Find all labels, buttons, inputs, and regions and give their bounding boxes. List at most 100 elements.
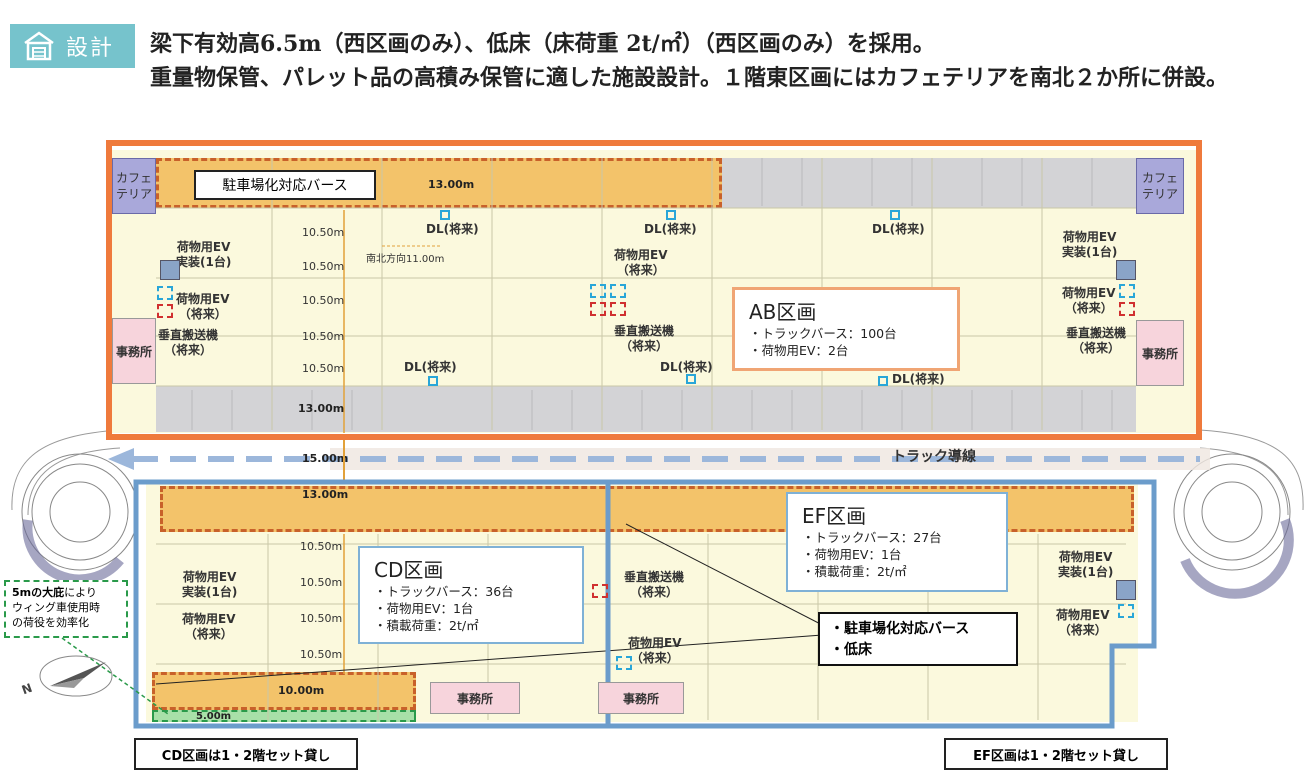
- vert-marker: [1119, 302, 1135, 316]
- office-right-label: 事務所: [1141, 346, 1178, 361]
- ab-south-berths: [156, 386, 1136, 432]
- headline-2: 重量物保管、パレット品の高積み保管に適した施設設計。１階東区画にはカフェテリアを…: [150, 65, 1229, 91]
- parking-label-text: 駐車場化対応バース: [222, 178, 348, 194]
- ab-dl-6: DL(将来): [892, 372, 945, 386]
- ef-vert-future: 垂直搬送機 （将来）: [624, 570, 685, 599]
- cd-canopy: [152, 710, 416, 722]
- design-tag: 設計: [10, 24, 135, 68]
- ev-shaft: [1116, 580, 1136, 600]
- cd-info-line-3: ・積載荷重：2t/㎡: [374, 618, 479, 633]
- vert-marker: [157, 304, 173, 318]
- ab-office-right: 事務所: [1136, 320, 1184, 386]
- cd-dim-1050-3: 10.50m: [300, 612, 343, 625]
- ef-office: 事務所: [598, 682, 684, 714]
- ef-bottom-label: EF区画は1・2階セット貸し: [944, 738, 1168, 770]
- cd-south-berths: [152, 672, 416, 710]
- dl-marker: [686, 374, 696, 384]
- ef-info-line-1: ・トラックバース：27台: [802, 530, 942, 545]
- ev-marker: [610, 284, 626, 298]
- ev-marker: [1118, 604, 1134, 618]
- office-left-label: 事務所: [115, 344, 152, 359]
- ab-dim-13-bottom: 13.00m: [298, 402, 345, 415]
- ab-vert-future-center: 垂直搬送機 （将来）: [614, 324, 675, 353]
- cd-dim-5: 5.00m: [196, 711, 232, 722]
- ab-grid: [156, 158, 1136, 433]
- ab-dim-1050-2: 10.50m: [302, 260, 345, 273]
- ab-info-line-2: ・荷物用EV：2台: [749, 343, 849, 358]
- ab-vert-future-right: 垂直搬送機 （将来）: [1066, 326, 1127, 355]
- dim-15: 15.00m: [302, 452, 349, 465]
- ev-marker: [1119, 284, 1135, 298]
- ab-dim-13-top: 13.00m: [428, 178, 475, 191]
- ab-dim-1050-4: 10.50m: [302, 330, 345, 343]
- truck-route-label: トラック導線: [892, 449, 976, 465]
- dl-marker: [890, 210, 900, 220]
- cd-dim-1050-1: 10.50m: [300, 540, 343, 553]
- dl-marker: [440, 210, 450, 220]
- ab-dl-2: DL(将来): [644, 222, 697, 236]
- ef-info-box: EF区画 ・トラックバース：27台 ・荷物用EV：1台 ・積載荷重：2t/㎡: [786, 492, 1008, 592]
- ef-ev-installed: 荷物用EV 実装(1台): [1058, 550, 1114, 579]
- ev-shaft: [160, 260, 180, 280]
- cd-dim-1050-4: 10.50m: [300, 648, 343, 661]
- cd-office: 事務所: [430, 682, 520, 714]
- canopy-leader: [61, 637, 169, 715]
- canopy-note-rest-1: により: [64, 586, 97, 599]
- ef-info-title: EF区画: [802, 504, 867, 528]
- cd-info-line-1: ・トラックバース：36台: [374, 584, 514, 599]
- cafeteria-left-label: カフェテリア: [116, 171, 153, 201]
- ab-dim-1050-5: 10.50m: [302, 362, 345, 375]
- ef-info-line-3: ・積載荷重：2t/㎡: [802, 564, 907, 579]
- ab-parking-label: 駐車場化対応バース: [194, 170, 376, 200]
- ef-ev-future-right: 荷物用EV （将来）: [1056, 608, 1110, 637]
- ab-dim-ns: 南北方向11.00m: [366, 254, 445, 265]
- ef-callout-line-1: ・駐車場化対応バース: [830, 621, 970, 637]
- ab-ev-future-center: 荷物用EV （将来）: [614, 248, 668, 277]
- cd-info-line-2: ・荷物用EV：1台: [374, 601, 474, 616]
- ramp-drawings: [11, 429, 1304, 599]
- ev-marker: [157, 286, 173, 300]
- cd-info-box: CD区画 ・トラックバース：36台 ・荷物用EV：1台 ・積載荷重：2t/㎡: [358, 546, 584, 644]
- ab-ev-future-left: 荷物用EV （将来）: [176, 292, 230, 321]
- truck-route-arrow: [108, 448, 1210, 470]
- canopy-note: 5mの大庇により ウィング車使用時 の荷役を効率化: [4, 580, 128, 638]
- ef-info-line-2: ・荷物用EV：1台: [802, 547, 902, 562]
- ab-info-title: AB区画: [749, 300, 817, 324]
- ef-callout-box: ・駐車場化対応バース ・低床: [818, 612, 1018, 666]
- canopy-note-bold: 5mの大庇: [12, 586, 65, 599]
- cd-info-title: CD区画: [374, 558, 444, 582]
- canopy-note-rest-3: の荷役を効率化: [12, 616, 89, 629]
- ab-ev-installed-left: 荷物用EV 実装(1台): [176, 240, 232, 269]
- dim-15-line: [343, 440, 345, 485]
- vert-marker: [590, 302, 606, 316]
- ab-cafeteria-left: カフェテリア: [112, 158, 156, 214]
- canopy-note-rest-2: ウィング車使用時: [12, 601, 100, 614]
- cd-ev-installed: 荷物用EV 実装(1台): [182, 570, 238, 599]
- cd-office-label: 事務所: [456, 691, 493, 706]
- vert-marker: [610, 302, 626, 316]
- cafeteria-right-label: カフェテリア: [1141, 171, 1178, 201]
- tag-label: 設計: [66, 36, 115, 61]
- ev-shaft: [1116, 260, 1136, 280]
- cd-dim-10: 10.00m: [278, 684, 325, 697]
- dl-marker: [428, 376, 438, 386]
- cdef-frames: [133, 479, 1157, 729]
- ev-marker: [590, 284, 606, 298]
- ab-info-line-1: ・トラックバース：100台: [749, 326, 897, 341]
- ab-dl-5: DL(将来): [660, 360, 713, 374]
- ab-dl-1: DL(将来): [426, 222, 479, 236]
- cd-bottom-label: CD区画は1・2階セット貸し: [134, 738, 358, 770]
- ev-marker: [616, 656, 632, 670]
- ab-vert-future-left: 垂直搬送機 （将来）: [158, 328, 219, 357]
- ab-office-left: 事務所: [112, 318, 156, 384]
- headline-1: 梁下有効高6.5m（西区画のみ）、低床（床荷重 2t/㎡）（西区画のみ）を採用。: [150, 31, 935, 57]
- ab-frame: [106, 140, 1202, 440]
- cd-ev-future: 荷物用EV （将来）: [182, 612, 236, 641]
- warehouse-icon: [24, 31, 54, 61]
- cd-dim-13: 13.00m: [302, 488, 349, 501]
- ef-bottom-label-text: EF区画は1・2階セット貸し: [973, 748, 1139, 764]
- ef-callout-line-2: ・低床: [830, 642, 872, 658]
- ef-office-label: 事務所: [622, 691, 659, 706]
- dl-marker: [666, 210, 676, 220]
- ab-ev-installed-right: 荷物用EV 実装(1台): [1062, 230, 1118, 259]
